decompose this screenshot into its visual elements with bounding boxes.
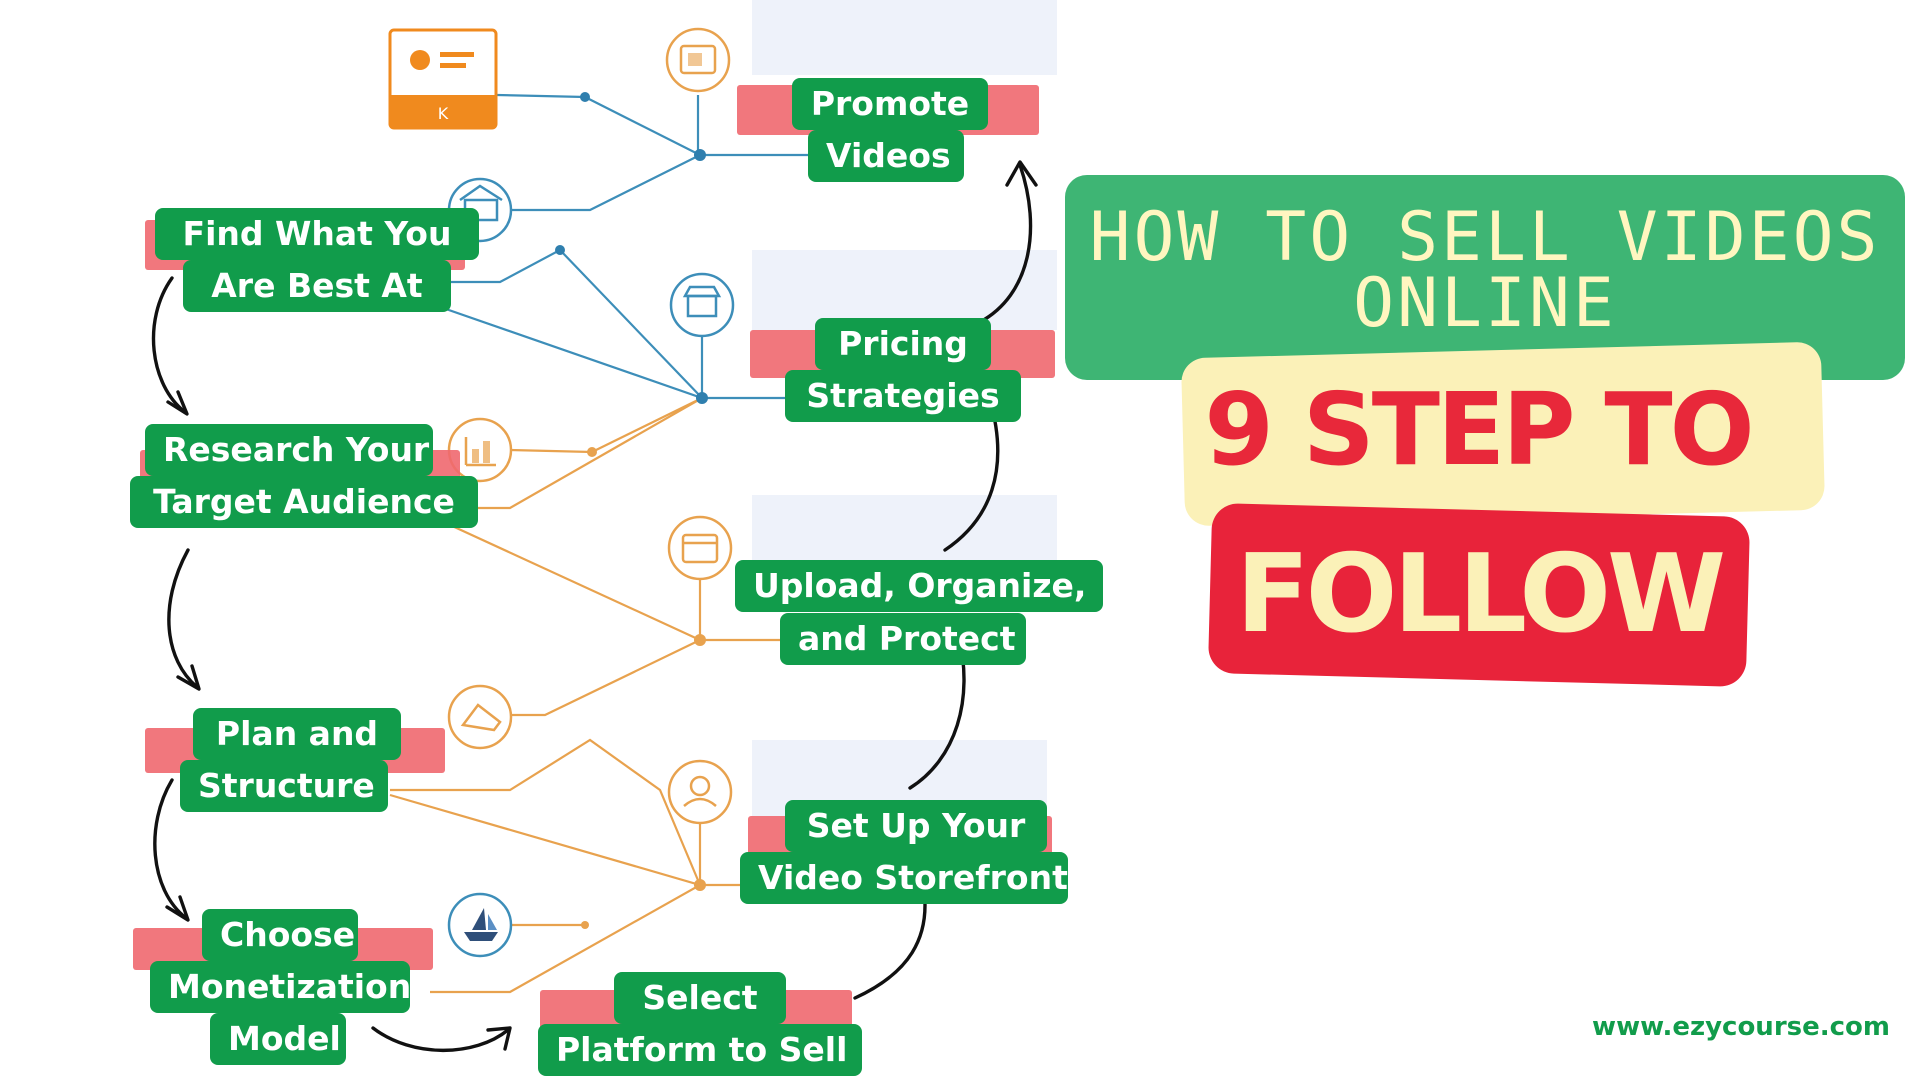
person-icon — [667, 759, 733, 825]
bg-panel — [752, 250, 1057, 330]
connector-line — [509, 397, 703, 454]
subtitle-steps: 9 STEP TO — [1204, 371, 1754, 488]
subtitle-follow: FOLLOW — [1235, 532, 1726, 657]
video-card-icon: K — [388, 28, 498, 130]
step-label-line: Find What You — [155, 208, 479, 260]
junction-dot — [694, 634, 706, 646]
flow-arrow — [153, 778, 188, 920]
connector-line — [389, 793, 800, 887]
step-label-line: Promote — [792, 78, 988, 130]
arrowhead — [1005, 160, 1038, 187]
step-label-line: Videos — [808, 130, 964, 182]
step-label-line: Set Up Your — [785, 800, 1047, 852]
arrowhead — [486, 1026, 512, 1051]
junction-dot — [694, 879, 706, 891]
step-label-line: Platform to Sell — [538, 1024, 862, 1076]
website-link[interactable]: www.ezycourse.com — [1592, 1012, 1890, 1042]
arrowhead — [165, 895, 190, 922]
title-line: HOW TO SELL VIDEOS — [1089, 198, 1881, 277]
step-label-line: Pricing — [815, 318, 991, 370]
browser-icon — [667, 515, 733, 581]
step-label-line: Target Audience — [130, 476, 478, 528]
step-label-line: Structure — [180, 760, 388, 812]
junction-dot — [555, 245, 565, 255]
flow-arrow — [978, 163, 1033, 324]
step-label-line: Research Your — [145, 424, 433, 476]
step-label-line: Model — [210, 1013, 346, 1065]
step-label-line: Plan and — [193, 708, 401, 760]
step-label-line: Select — [614, 972, 786, 1024]
flow-arrow — [151, 276, 187, 414]
arrowhead — [166, 390, 189, 416]
connector-line — [419, 298, 790, 400]
step-label-line: Monetization — [150, 961, 411, 1013]
title-line: ONLINE — [1353, 264, 1617, 343]
arrowhead — [176, 664, 201, 691]
ship-icon — [447, 892, 513, 958]
chart-icon — [447, 417, 513, 483]
media-icon — [665, 27, 731, 93]
connector-line — [430, 884, 701, 994]
junction-dot — [587, 447, 597, 457]
junction-dot — [696, 392, 708, 404]
flow-arrow — [943, 398, 1000, 552]
hand-icon — [447, 684, 513, 750]
page-title: HOW TO SELL VIDEOS ONLINE — [1065, 198, 1905, 343]
junction-dots — [555, 92, 708, 929]
flow-arrow — [371, 1026, 510, 1052]
connector-line — [496, 93, 701, 156]
flow-arrow — [167, 548, 199, 689]
step-label-line: Choose — [202, 909, 358, 961]
step-label-line: Are Best At — [183, 260, 451, 312]
step-label-line: Video Storefront — [740, 852, 1068, 904]
junction-dot — [580, 92, 590, 102]
connector-line — [420, 248, 703, 399]
shop-icon — [669, 272, 735, 338]
bg-panel — [752, 0, 1057, 75]
step-label-line: and Protect — [780, 613, 1026, 665]
svg-text:K: K — [438, 104, 449, 123]
connector-line — [390, 738, 702, 886]
connector-line — [510, 639, 701, 717]
connector-line — [511, 154, 701, 212]
junction-dot — [694, 149, 706, 161]
step-label-line: Upload, Organize, — [735, 560, 1103, 612]
step-label-line: Strategies — [785, 370, 1021, 422]
junction-dot — [581, 921, 589, 929]
